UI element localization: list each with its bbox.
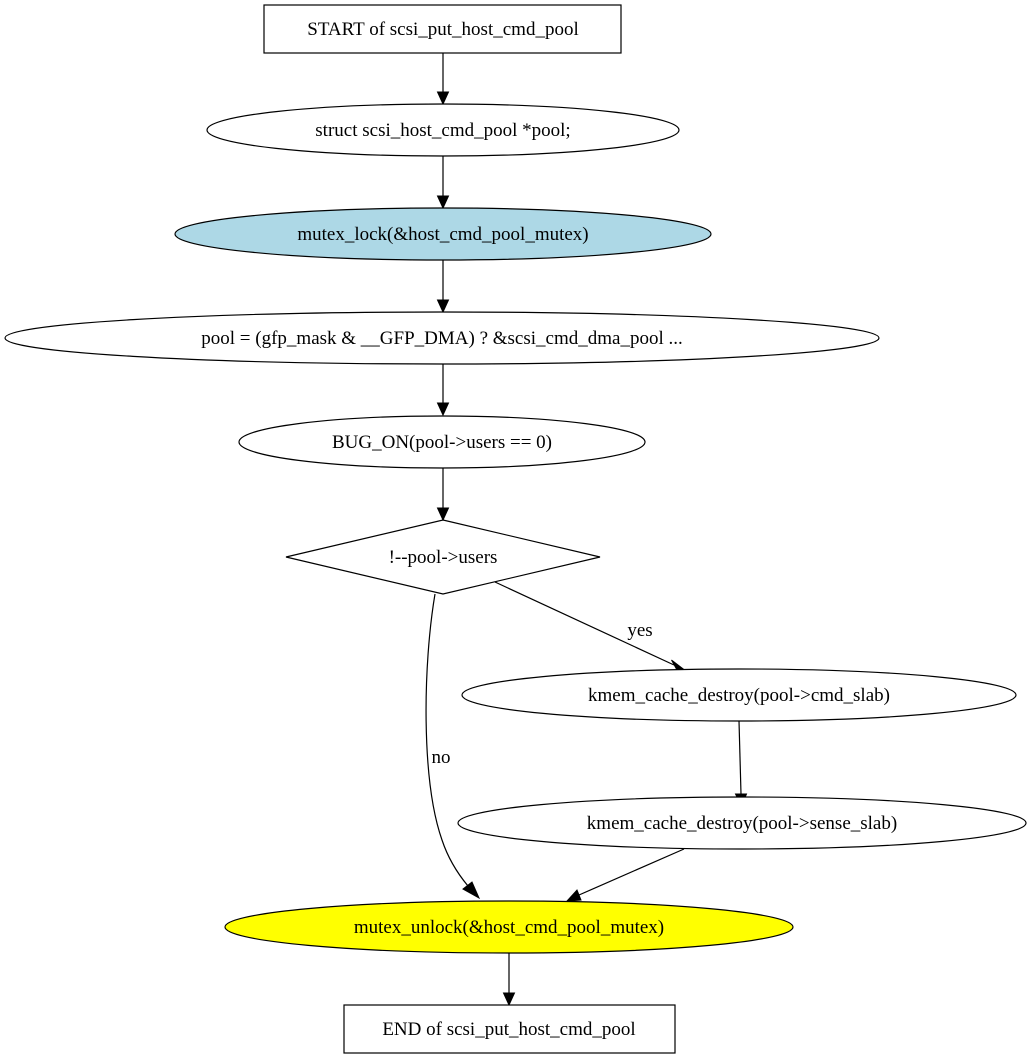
edge-label-yes: yes [627, 620, 652, 641]
node-unlock-label: mutex_unlock(&host_cmd_pool_mutex) [354, 917, 664, 938]
node-unlock: mutex_unlock(&host_cmd_pool_mutex) [224, 900, 794, 954]
edge-assign-to-bug [436, 364, 450, 417]
node-end-label: END of scsi_put_host_cmd_pool [382, 1019, 635, 1040]
edge-cond-to-unlock [425, 593, 481, 900]
node-bug-label: BUG_ON(pool->users == 0) [332, 432, 552, 453]
edge-label-no: no [432, 747, 451, 768]
node-start: START of scsi_put_host_cmd_pool [263, 4, 622, 54]
edge-destroy-cmd-to-destroy-sense [734, 720, 748, 808]
node-destroy-sense-label: kmem_cache_destroy(pool->sense_slab) [587, 813, 897, 834]
node-assign: pool = (gfp_mask & __GFP_DMA) ? &scsi_cm… [4, 311, 880, 365]
edge-destroy-sense-to-unlock [565, 848, 685, 902]
node-destroy-cmd-label: kmem_cache_destroy(pool->cmd_slab) [588, 685, 890, 706]
edge-lock-to-assign [436, 260, 450, 314]
node-cond: !--pool->users [285, 519, 601, 595]
node-end: END of scsi_put_host_cmd_pool [343, 1004, 676, 1054]
edge-bug-to-cond [436, 468, 450, 522]
edge-decl-to-lock [436, 156, 450, 210]
edge-cond-to-destroy-cmd [494, 581, 686, 671]
edge-unlock-to-end [502, 953, 516, 1007]
node-bug: BUG_ON(pool->users == 0) [238, 415, 646, 469]
node-destroy-sense: kmem_cache_destroy(pool->sense_slab) [457, 796, 1027, 850]
node-lock-label: mutex_lock(&host_cmd_pool_mutex) [297, 224, 588, 245]
edge-start-to-decl [436, 53, 450, 106]
node-decl-label: struct scsi_host_cmd_pool *pool; [315, 120, 570, 141]
node-cond-label: !--pool->users [389, 547, 498, 568]
node-start-label: START of scsi_put_host_cmd_pool [307, 19, 578, 40]
node-decl: struct scsi_host_cmd_pool *pool; [206, 103, 680, 157]
node-lock: mutex_lock(&host_cmd_pool_mutex) [174, 207, 712, 261]
node-assign-label: pool = (gfp_mask & __GFP_DMA) ? &scsi_cm… [201, 328, 682, 349]
node-destroy-cmd: kmem_cache_destroy(pool->cmd_slab) [461, 668, 1017, 722]
